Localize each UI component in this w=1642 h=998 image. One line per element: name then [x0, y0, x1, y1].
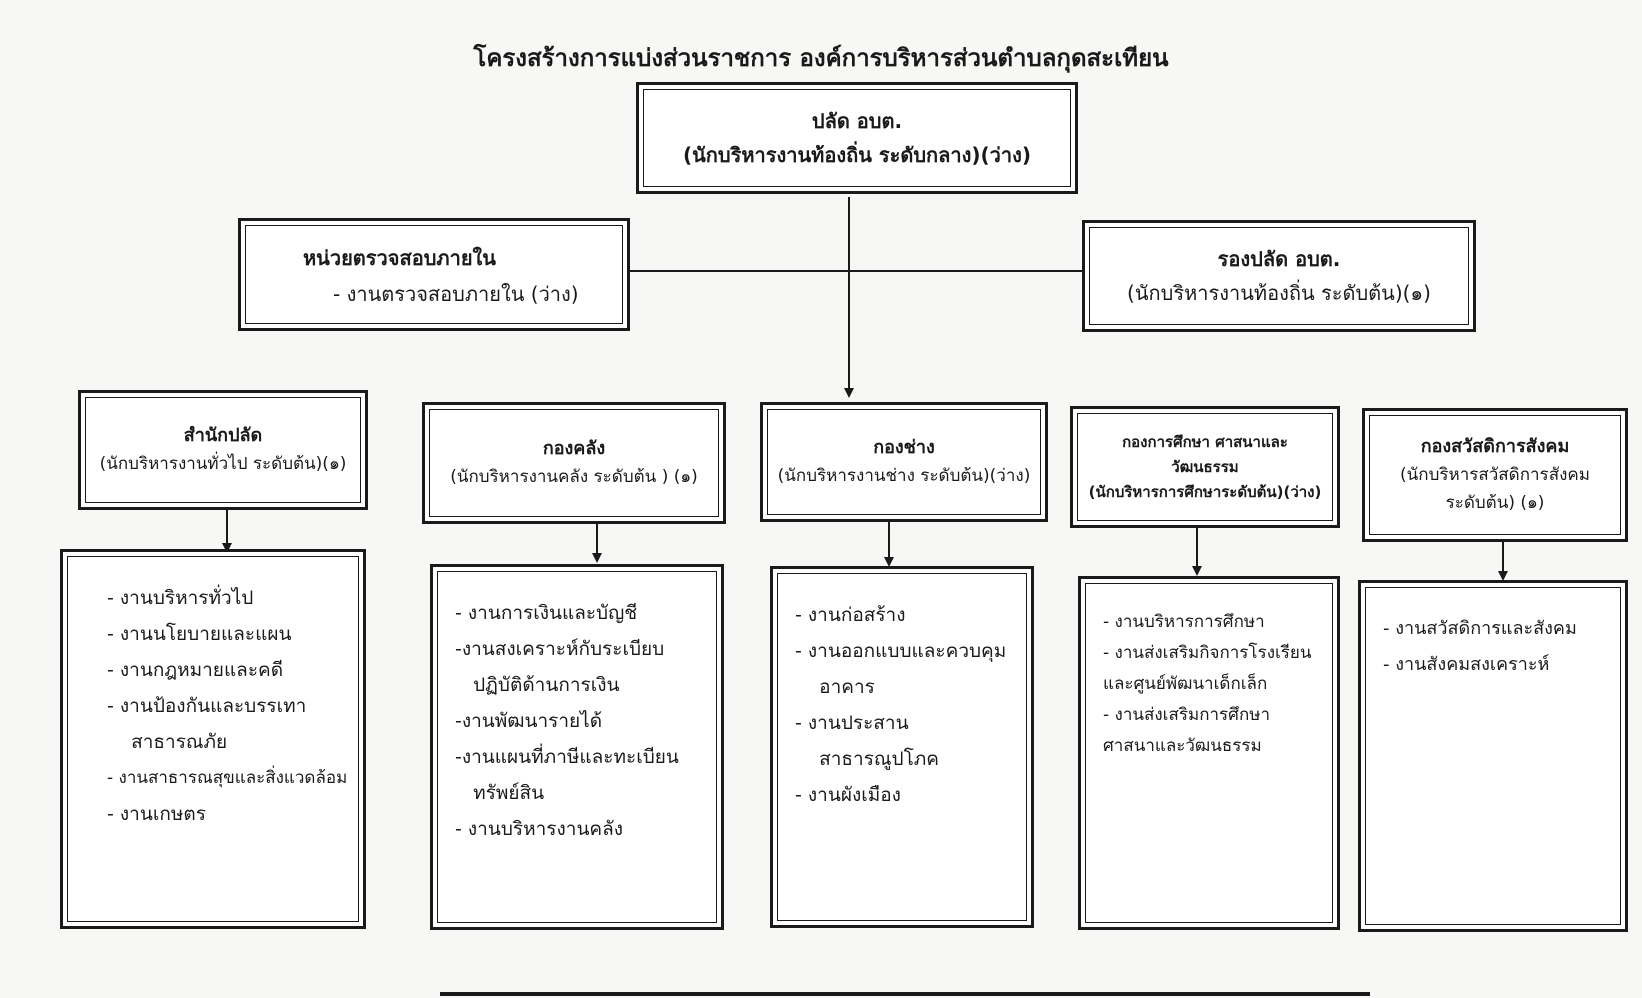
- chief-administrator-box: ปลัด อบต. (นักบริหารงานท้องถิ่น ระดับกลา…: [636, 82, 1078, 194]
- deputy-administrator-box: รองปลัด อบต. (นักบริหารงานท้องถิ่น ระดับ…: [1082, 220, 1476, 332]
- arrow-finance-tasks: [592, 553, 602, 563]
- department-position-line2: ระดับต้น) (๑): [1445, 493, 1545, 513]
- list-item: - งานก่อสร้าง: [795, 604, 906, 626]
- arrow-engineering-tasks: [884, 557, 894, 567]
- connector-finance: [596, 524, 598, 554]
- list-item: - งานประสาน: [795, 712, 909, 734]
- connector-office: [226, 510, 228, 545]
- arrow-education-tasks: [1192, 566, 1202, 576]
- department-title: สำนักปลัด: [183, 425, 263, 446]
- connector-education: [1196, 528, 1198, 568]
- audit-item: - งานตรวจสอบภายใน (ว่าง): [333, 282, 579, 306]
- chief-title: ปลัด อบต.: [811, 109, 903, 133]
- department-box-finance: กองคลัง (นักบริหารงานคลัง ระดับต้น ) (๑): [422, 402, 726, 524]
- list-item: - งานสวัสดิการและสังคม: [1383, 618, 1577, 639]
- department-box-social-welfare: กองสวัสดิการสังคม (นักบริหารสวัสดิการสัง…: [1362, 408, 1628, 542]
- department-position: (นักบริหารงานทั่วไป ระดับต้น)(๑): [99, 454, 347, 474]
- arrow-to-engineering: [844, 388, 854, 398]
- connector-audit: [628, 270, 848, 272]
- list-item: สาธารณูปโภค: [795, 748, 940, 770]
- list-item: - งานผังเมือง: [795, 784, 901, 806]
- department-title: กองการศึกษา ศาสนาและ: [1122, 432, 1288, 451]
- task-list-education: - งานบริหารการศึกษา - งานส่งเสริมกิจการโ…: [1078, 576, 1340, 930]
- list-item: - งานส่งเสริมการศึกษา: [1103, 705, 1271, 725]
- department-position: (นักบริหารการศึกษาระดับต้น)(ว่าง): [1088, 482, 1322, 501]
- department-position: (นักบริหารงานคลัง ระดับต้น ) (๑): [450, 467, 698, 487]
- list-item: - งานสาธารณสุขและสิ่งแวดล้อม: [107, 768, 348, 788]
- list-item: ทรัพย์สิน: [455, 782, 545, 804]
- list-item: - งานบริหารงานคลัง: [455, 818, 624, 840]
- connector-social-welfare: [1502, 542, 1504, 572]
- department-box-engineering: กองช่าง (นักบริหารงานช่าง ระดับต้น)(ว่าง…: [760, 402, 1048, 522]
- chart-title: โครงสร้างการแบ่งส่วนราชการ องค์การบริหาร…: [473, 44, 1169, 72]
- task-list-office: - งานบริหารทั่วไป - งานนโยบายและแผน - งา…: [60, 549, 366, 929]
- list-item: อาคาร: [795, 676, 875, 698]
- list-item: - งานบริหารทั่วไป: [107, 587, 254, 609]
- task-list-finance: - งานการเงินและบัญชี -งานสงเคราะห์กับระเ…: [430, 564, 724, 930]
- deputy-title: รองปลัด อบต.: [1217, 247, 1341, 271]
- department-title: กองคลัง: [542, 438, 606, 459]
- department-box-office: สำนักปลัด (นักบริหารงานทั่วไป ระดับต้น)(…: [78, 390, 368, 510]
- audit-title: หน่วยตรวจสอบภายใน: [303, 246, 496, 270]
- arrow-social-welfare-tasks: [1498, 571, 1508, 581]
- page-edge-line: [440, 992, 1370, 996]
- department-box-education: กองการศึกษา ศาสนาและ วัฒนธรรม (นักบริหาร…: [1070, 406, 1340, 528]
- list-item: - งานส่งเสริมกิจการโรงเรียน: [1103, 643, 1312, 663]
- list-item: - งานบริหารการศึกษา: [1103, 612, 1265, 632]
- deputy-position: (นักบริหารงานท้องถิ่น ระดับต้น)(๑): [1127, 281, 1431, 305]
- list-item: - งานสังคมสงเคราะห์: [1383, 654, 1550, 675]
- list-item: - งานกฎหมายและคดี: [107, 659, 284, 681]
- department-title-line2: วัฒนธรรม: [1171, 457, 1239, 476]
- list-item: -งานแผนที่ภาษีและทะเบียน: [455, 746, 679, 768]
- department-position: (นักบริหารสวัสดิการสังคม: [1400, 465, 1590, 485]
- task-list-engineering: - งานก่อสร้าง - งานออกแบบและควบคุม อาคาร…: [770, 566, 1034, 928]
- internal-audit-box: หน่วยตรวจสอบภายใน - งานตรวจสอบภายใน (ว่า…: [238, 218, 630, 331]
- list-item: และศูนย์พัฒนาเด็กเล็ก: [1103, 674, 1268, 694]
- list-item: - งานนโยบายและแผน: [107, 623, 292, 645]
- connector-deputy: [850, 270, 1082, 272]
- list-item: ปฏิบัติด้านการเงิน: [455, 674, 620, 696]
- chief-position: (นักบริหารงานท้องถิ่น ระดับกลาง)(ว่าง): [682, 143, 1032, 167]
- task-list-social-welfare: - งานสวัสดิการและสังคม - งานสังคมสงเคราะ…: [1358, 580, 1628, 932]
- department-position: (นักบริหารงานช่าง ระดับต้น)(ว่าง): [777, 466, 1031, 486]
- department-title: กองช่าง: [873, 437, 935, 458]
- connector-top-to-branches: [848, 197, 850, 390]
- list-item: - งานเกษตร: [107, 803, 206, 825]
- department-title: กองสวัสดิการสังคม: [1420, 436, 1570, 457]
- connector-engineering: [888, 522, 890, 559]
- arrow-office-tasks: [222, 543, 232, 553]
- list-item: - งานออกแบบและควบคุม: [795, 640, 1007, 662]
- list-item: -งานพัฒนารายได้: [455, 710, 603, 732]
- list-item: - งานการเงินและบัญชี: [455, 602, 638, 624]
- list-item: - งานป้องกันและบรรเทา: [107, 695, 307, 717]
- list-item: -งานสงเคราะห์กับระเบียบ: [455, 638, 665, 660]
- list-item: สาธารณภัย: [107, 731, 228, 753]
- list-item: ศาสนาและวัฒนธรรม: [1103, 736, 1262, 756]
